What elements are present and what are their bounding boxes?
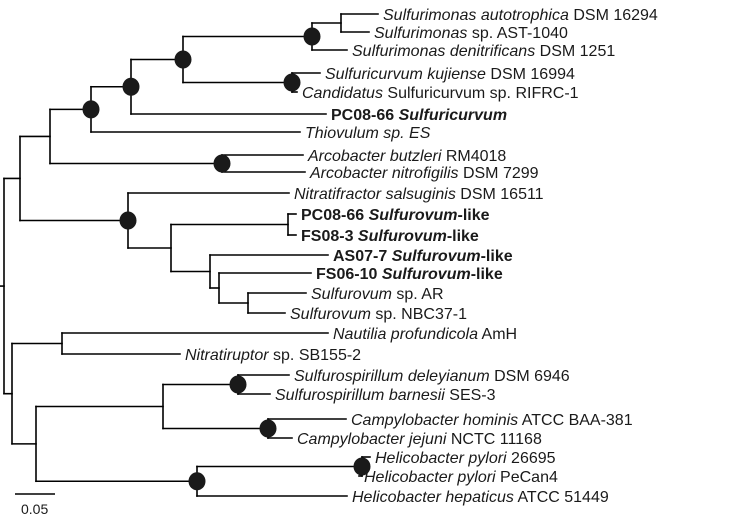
bootstrap-nodes [82,27,371,491]
taxon-label-part: PeCan4 [496,469,558,486]
taxon-label-part: sp. SB155-2 [269,347,362,364]
taxon-label-part: DSM 7299 [459,165,539,182]
bootstrap-node-marker [283,73,301,92]
taxon-label-part: Nitratifractor salsuginis [294,186,456,203]
taxon-label: Arcobacter butzleri RM4018 [307,148,506,165]
taxon-label-part: Helicobacter pylori [364,469,496,486]
taxon-label-part: DSM 6946 [490,368,570,385]
taxon-label: PC08-66 Sulfuricurvum [331,107,507,124]
taxon-label: Sulfuricurvum kujiense DSM 16994 [325,66,575,83]
taxon-label: Arcobacter nitrofigilis DSM 7299 [309,165,539,182]
bootstrap-node-marker [82,100,100,119]
bootstrap-node-marker [188,472,206,491]
bootstrap-node-marker [122,77,140,96]
taxon-label: Sulfurovum sp. NBC37-1 [290,306,467,323]
taxon-label: Helicobacter pylori PeCan4 [364,469,558,486]
taxon-label-part: -like [471,266,503,283]
taxon-label-part: AmH [478,326,517,343]
taxon-label-part: NCTC 11168 [446,431,542,448]
taxon-label-part: Nitratiruptor [185,347,269,364]
taxon-label: Sulfurimonas sp. AST-1040 [374,25,568,42]
taxon-label-part: FS06-10 [316,266,382,283]
taxon-label-part: Campylobacter jejuni [297,431,447,448]
taxon-label-part: Campylobacter hominis [351,412,518,429]
taxon-label-part: Sulfuricurvum kujiense [325,66,486,83]
taxon-label: Campylobacter hominis ATCC BAA-381 [351,412,633,429]
taxon-label: Sulfurimonas autotrophica DSM 16294 [383,7,658,24]
taxon-label-part: Thiovulum sp. ES [305,125,431,142]
bootstrap-node-marker [174,50,192,69]
taxon-label: FS06-10 Sulfurovum-like [316,266,503,283]
bootstrap-node-marker [353,457,371,476]
taxon-label-part: FS08-3 [301,228,358,245]
taxon-label-part: Sulfurovum [392,248,481,265]
taxon-label-part: -like [481,248,513,265]
bootstrap-node-marker [213,154,231,173]
bootstrap-node-marker [229,375,247,394]
taxon-label: Sulfurovum sp. AR [311,286,444,303]
taxon-label-part: Candidatus [302,85,383,102]
taxon-label-part: Sulfurimonas denitrificans [352,43,535,60]
taxon-label-part: Sulfuricurvum sp. RIFRC-1 [383,85,579,102]
taxon-label-part: Sulfurovum [311,286,392,303]
taxon-label: Sulfurospirillum barnesii SES-3 [275,387,496,404]
taxon-label-part: SES-3 [445,387,496,404]
taxon-label-part: PC08-66 [301,207,369,224]
taxon-labels: Sulfurimonas autotrophica DSM 16294Sulfu… [185,7,658,506]
taxon-label-part: Helicobacter pylori [375,450,507,467]
taxon-label: Nitratiruptor sp. SB155-2 [185,347,361,364]
taxon-label-part: Arcobacter nitrofigilis [309,165,459,182]
taxon-label-part: DSM 1251 [535,43,615,60]
taxon-label-part: ATCC BAA-381 [518,412,633,429]
bootstrap-node-marker [259,419,277,438]
taxon-label-part: Sulfurimonas autotrophica [383,7,569,24]
taxon-label-part: PC08-66 [331,107,399,124]
taxon-label-part: Sulfurovum [382,266,471,283]
taxon-label-part: DSM 16994 [486,66,575,83]
taxon-label-part: sp. AR [392,286,444,303]
taxon-label: FS08-3 Sulfurovum-like [301,228,479,245]
taxon-label-part: Sulfurovum [290,306,371,323]
bootstrap-node-marker [303,27,321,46]
taxon-label: PC08-66 Sulfurovum-like [301,207,490,224]
taxon-label-part: Sulfurovum [358,228,447,245]
taxon-label: Nitratifractor salsuginis DSM 16511 [294,186,544,203]
taxon-label-part: DSM 16511 [456,186,544,203]
taxon-label-part: -like [457,207,489,224]
taxon-label: Helicobacter hepaticus ATCC 51449 [352,489,609,506]
taxon-label: Nautilia profundicola AmH [333,326,517,343]
scale-bar-label: 0.05 [21,501,48,517]
bootstrap-node-marker [119,211,137,230]
taxon-label-part: AS07-7 [333,248,392,265]
taxon-label: Candidatus Sulfuricurvum sp. RIFRC-1 [302,85,579,102]
taxon-label-part: 26695 [507,450,556,467]
taxon-label-part: Sulfuricurvum [399,107,507,124]
taxon-label-part: ATCC 51449 [514,489,609,506]
taxon-label-part: Helicobacter hepaticus [352,489,514,506]
taxon-label: Campylobacter jejuni NCTC 11168 [297,431,542,448]
taxon-label-part: DSM 16294 [569,7,658,24]
taxon-label-part: Sulfurospirillum deleyianum [294,368,490,385]
taxon-label: Sulfurospirillum deleyianum DSM 6946 [294,368,570,385]
taxon-label-part: Sulfurimonas [374,25,467,42]
taxon-label-part: Sulfurovum [369,207,458,224]
taxon-label-part: Arcobacter butzleri [307,148,442,165]
taxon-label: Helicobacter pylori 26695 [375,450,556,467]
taxon-label-part: sp. NBC37-1 [371,306,467,323]
taxon-label: AS07-7 Sulfurovum-like [333,248,513,265]
taxon-label-part: sp. AST-1040 [467,25,568,42]
taxon-label-part: RM4018 [441,148,506,165]
taxon-label-part: -like [447,228,479,245]
scale-bar: 0.05 [15,493,55,517]
taxon-label-part: Nautilia profundicola [333,326,478,343]
taxon-label: Thiovulum sp. ES [305,125,431,142]
taxon-label-part: Sulfurospirillum barnesii [275,387,445,404]
taxon-label: Sulfurimonas denitrificans DSM 1251 [352,43,615,60]
